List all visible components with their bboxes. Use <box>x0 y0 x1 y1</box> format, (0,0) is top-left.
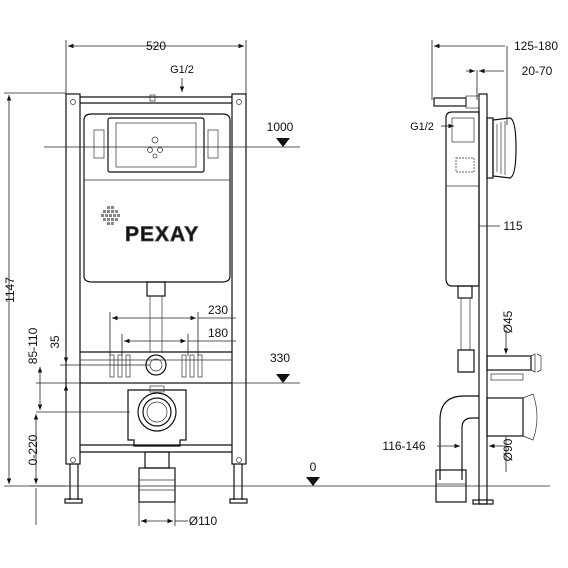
stud-inner-label: 180 <box>208 326 228 340</box>
brand-text: PEXAY <box>125 223 199 246</box>
left-small-dimensions: 35 85-110 <box>26 327 150 413</box>
stud-dimensions: 230 180 <box>109 303 236 356</box>
level-1000: 1000 <box>44 120 300 148</box>
level-330-label: 330 <box>270 351 290 365</box>
dim-0-220: 0-220 <box>26 414 40 525</box>
large-pipe: Ø90 <box>435 393 538 503</box>
pipe-large-label: Ø90 <box>501 438 515 461</box>
depth-range-label: 125-180 <box>514 39 558 53</box>
height-dimension: 1147 <box>3 92 66 487</box>
level-330: 330 <box>36 351 300 384</box>
stud-outer-label: 230 <box>208 303 228 317</box>
side-cistern <box>445 111 480 287</box>
width-dimension: 520 <box>65 39 247 96</box>
offset-range-label: 116-146 <box>382 439 425 453</box>
side-inlet-label: G1/2 <box>410 121 434 133</box>
level-1000-label: 1000 <box>267 120 294 134</box>
small-pipe: Ø45 <box>486 310 542 381</box>
mounting-plate <box>80 351 232 384</box>
dim-35-label: 35 <box>48 335 62 349</box>
outlet-connector <box>127 385 187 447</box>
drain-pipe: Ø110 <box>138 451 218 528</box>
dim-85-110-label: 85-110 <box>26 327 40 364</box>
front-view: 520 1147 G1/2 <box>3 39 550 528</box>
level-0: 0 <box>30 460 550 487</box>
side-frame <box>478 93 488 505</box>
height-dim-label: 1147 <box>3 277 17 303</box>
plate-range-label: 20-70 <box>522 64 553 78</box>
dim-115-label: 115 <box>503 219 522 233</box>
dim-115: 115 <box>479 219 523 233</box>
level-0-label: 0 <box>310 460 317 474</box>
width-dim-label: 520 <box>146 39 166 53</box>
front-legs <box>64 464 248 504</box>
flush-window <box>107 117 205 173</box>
right-upright <box>231 93 247 465</box>
flush-pipe <box>146 281 166 297</box>
pipe-small-label: Ø45 <box>501 310 515 333</box>
left-upright <box>65 93 81 465</box>
dim-116-146: 116-146 <box>382 430 505 453</box>
outlet-diameter-label: Ø110 <box>189 514 218 528</box>
side-top-dimensions: 125-180 20-70 <box>431 39 558 125</box>
brand-logo <box>101 206 120 225</box>
flush-plate <box>486 117 517 179</box>
front-inlet-label: G1/2 <box>170 64 194 76</box>
inlet-bracket <box>433 97 467 107</box>
cistern <box>83 113 231 283</box>
side-view: 125-180 20-70 G1/2 115 <box>382 39 558 505</box>
dim-0-220-label: 0-220 <box>26 434 40 465</box>
